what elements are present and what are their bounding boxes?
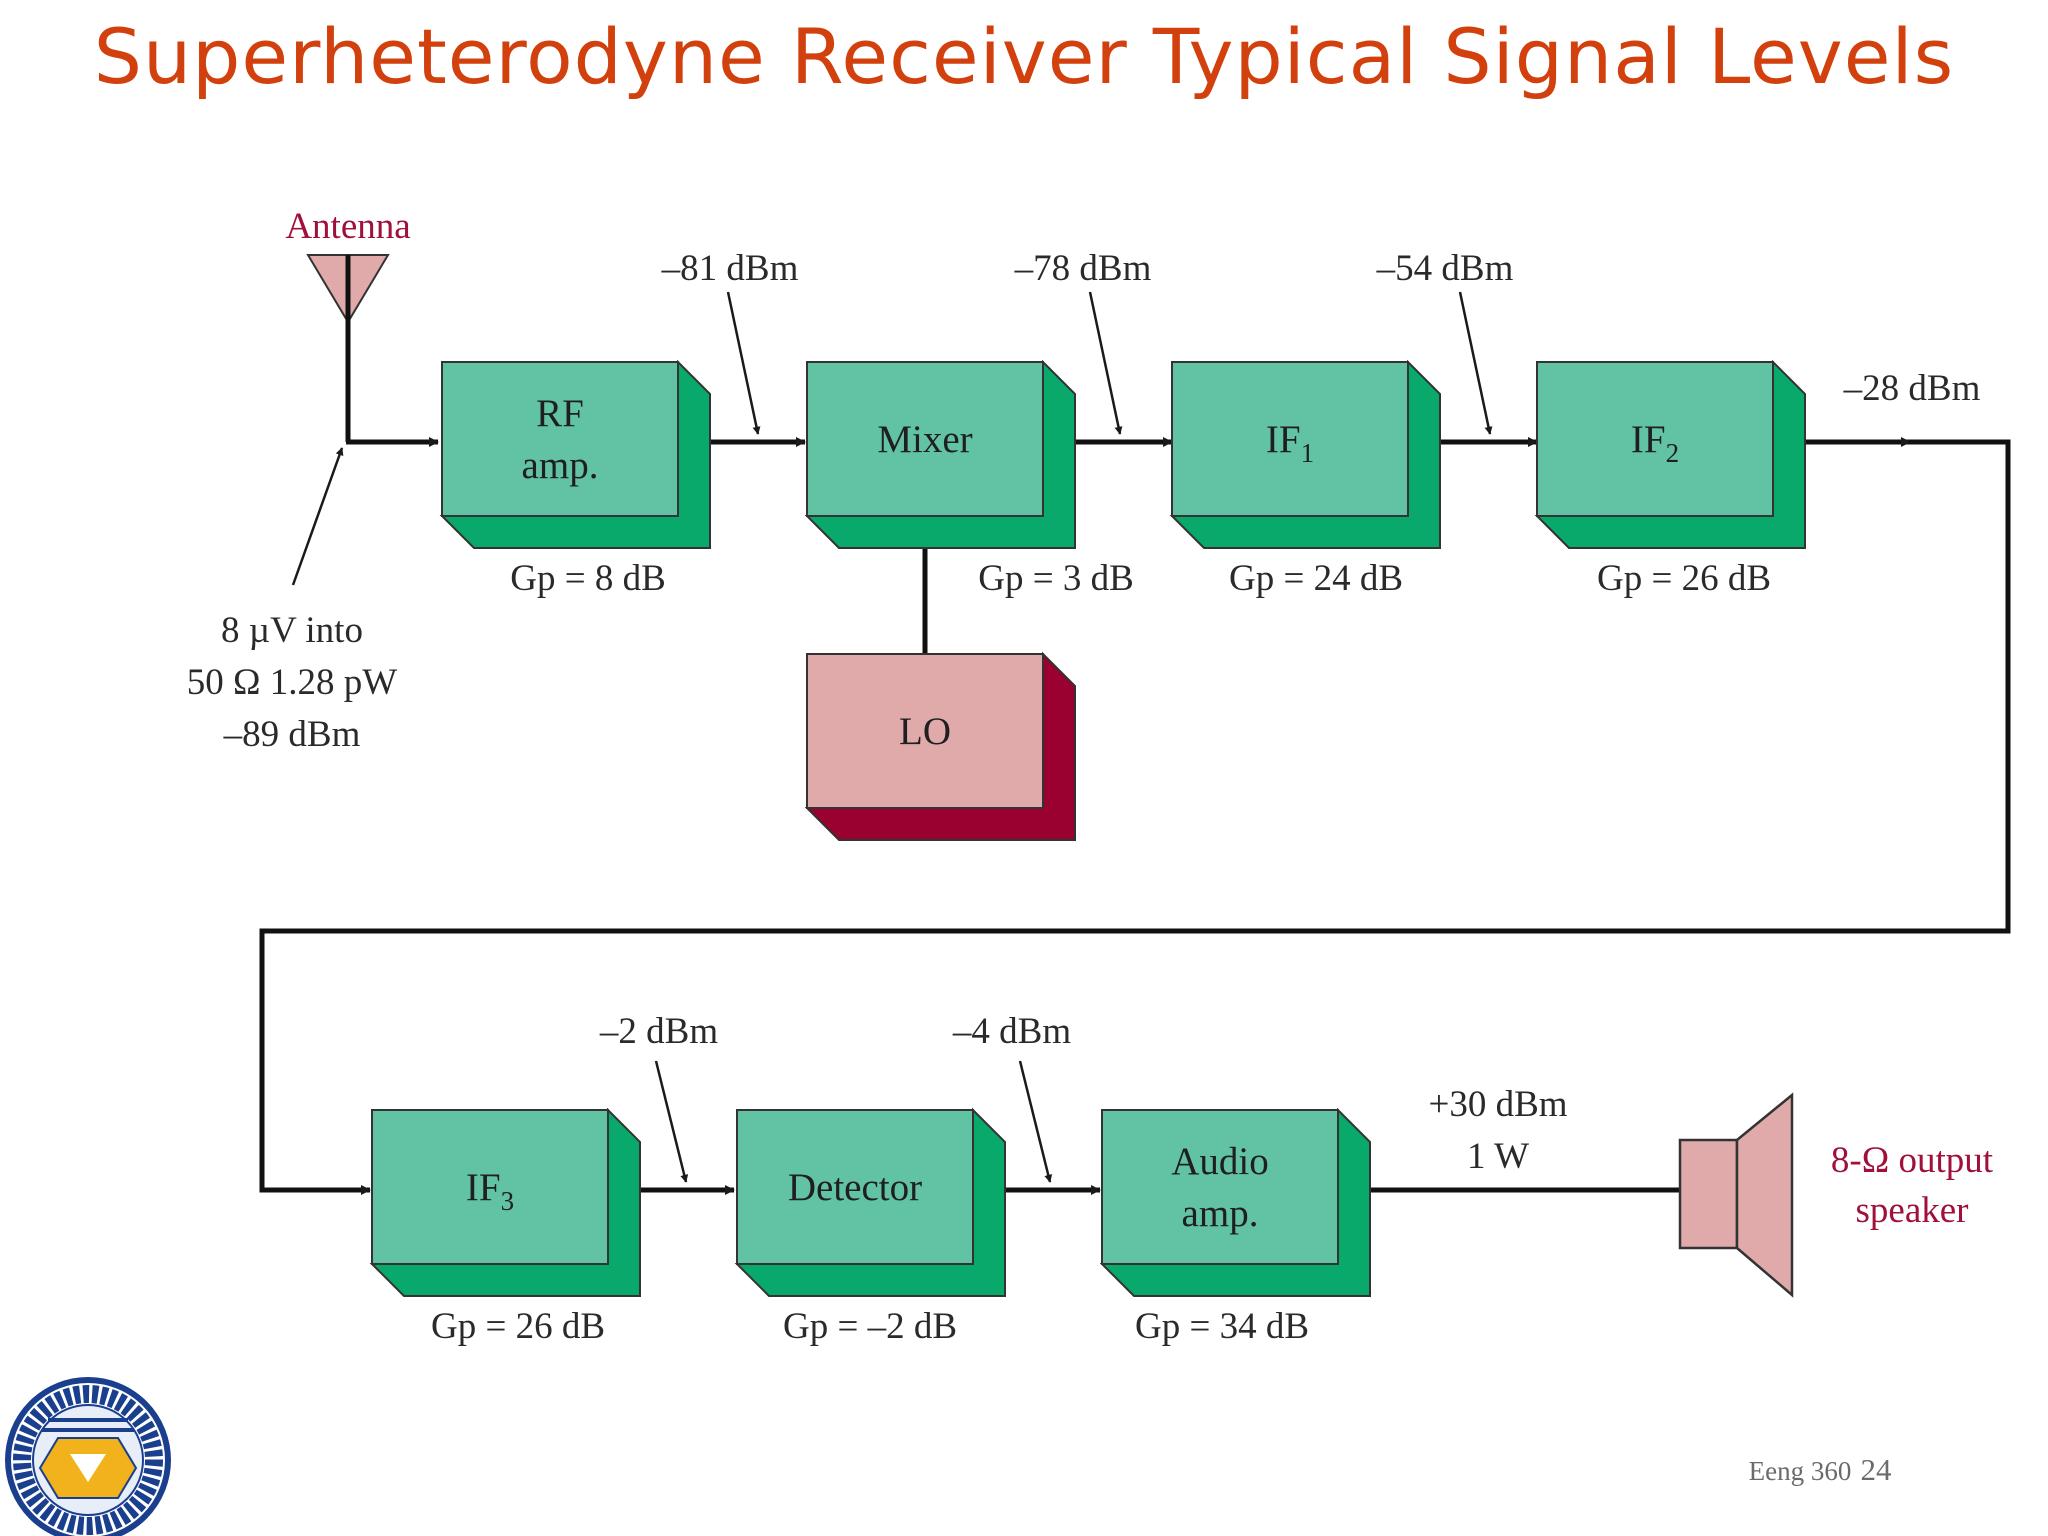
level-pointers [291,291,1493,1183]
speaker-label-line1: 8-Ω output [1831,1140,1994,1181]
audio-amp-label-line2: amp. [1182,1192,1259,1235]
antenna: Antenna [285,206,411,442]
detector-block: Detector Gp = –2 dB [734,1107,1006,1347]
rf-amp-label-line2: amp. [522,444,599,487]
level-after-if3: –2 dBm [599,1011,718,1052]
mixer-gain: Gp = 3 dB [978,558,1134,599]
rf-amp-block: RF amp. Gp = 8 dB [439,359,711,599]
level-after-if1: –54 dBm [1376,248,1514,289]
if1-label: IF1 [1266,418,1314,468]
slide-title: Superheterodyne Receiver Typical Signal … [93,12,1955,101]
audio-amp-gain: Gp = 34 dB [1135,1306,1309,1347]
speaker-cone-icon [1735,1092,1794,1298]
level-after-rf-amp: –81 dBm [661,248,799,289]
if2-block: IF2 Gp = 26 dB [1534,359,1806,599]
if3-label: IF3 [466,1166,514,1216]
level-after-mixer: –78 dBm [1014,248,1152,289]
if1-gain: Gp = 24 dB [1229,558,1403,599]
if2-gain: Gp = 26 dB [1597,558,1771,599]
level-output-dbm: +30 dBm [1428,1084,1567,1125]
speaker-label-line2: speaker [1856,1190,1969,1231]
mixer-label-line1: Mixer [877,418,972,461]
course-label: Eeng 360 [1749,1456,1852,1486]
signal-path-top [259,437,2011,1195]
lo-block: LO [804,651,1076,841]
audio-amp-block: Audio amp. Gp = 34 dB [1099,1107,1371,1347]
level-after-detector: –4 dBm [952,1011,1071,1052]
university-logo [5,1377,171,1536]
if3-block: IF3 Gp = 26 dB [369,1107,641,1347]
antenna-input-voltage: 8 µV into [221,610,363,651]
if3-gain: Gp = 26 dB [431,1306,605,1347]
lo-label-line1: LO [899,710,951,753]
speaker: 8-Ω output speaker [1678,1092,1994,1298]
detector-label-line1: Detector [788,1166,922,1209]
level-output-watts: 1 W [1467,1136,1529,1177]
page-number: 24 [1861,1452,1893,1487]
detector-gain: Gp = –2 dB [783,1306,957,1347]
antenna-label: Antenna [285,206,410,247]
antenna-input-power: 50 Ω 1.28 pW [187,662,397,703]
rf-amp-gain: Gp = 8 dB [510,558,666,599]
antenna-input-dbm: –89 dBm [223,714,361,755]
if2-label: IF2 [1631,418,1679,468]
level-after-if2: –28 dBm [1843,368,1981,409]
audio-amp-label-line1: Audio [1171,1140,1269,1183]
mixer-block: Mixer Gp = 3 dB [804,359,1134,599]
rf-amp-label-line1: RF [536,392,584,435]
if1-block: IF1 Gp = 24 dB [1169,359,1441,599]
speaker-icon [1678,1138,1739,1250]
